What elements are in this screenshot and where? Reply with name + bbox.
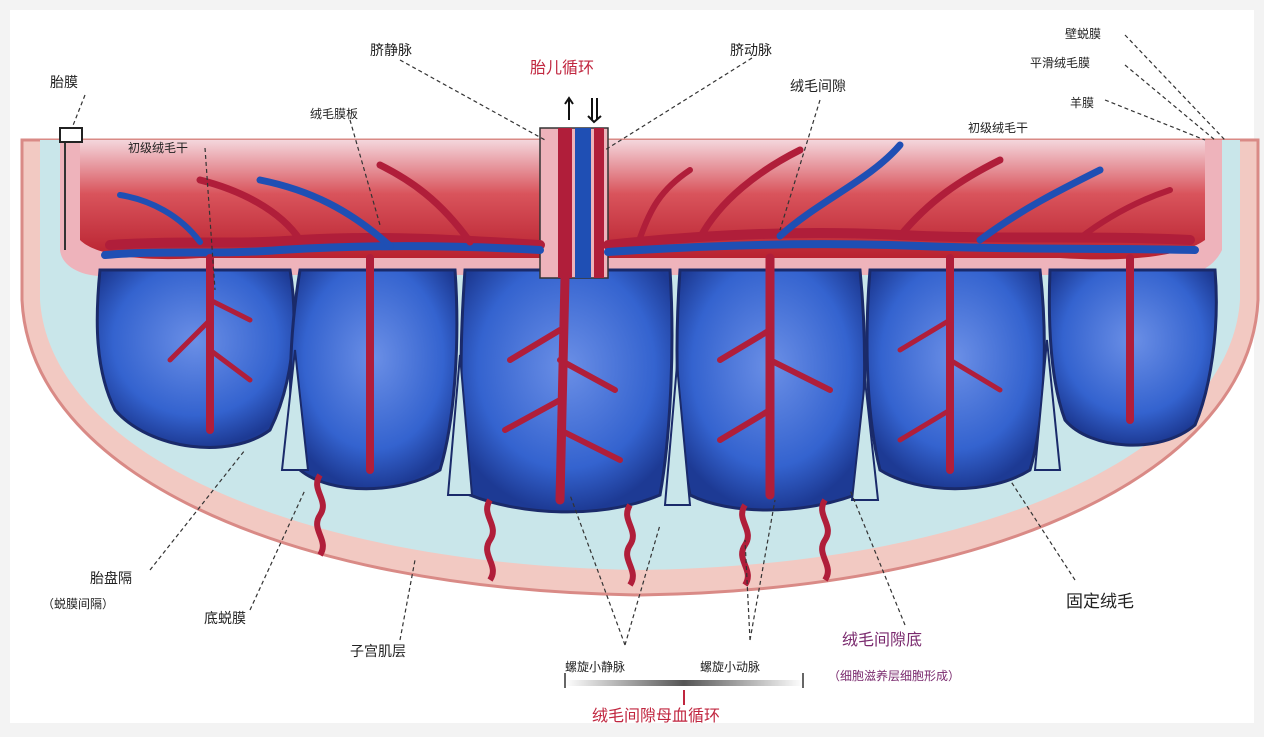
label-amnion: 羊膜 [1070, 97, 1094, 109]
fetal-membrane-marker [60, 128, 82, 142]
label-myometrium: 子宫肌层 [350, 645, 406, 659]
label-decidua-basalis: 底蜕膜 [204, 612, 246, 626]
label-spiral-arteriole: 螺旋小动脉 [700, 661, 760, 673]
label-fetal-circulation: 胎儿循环 [530, 60, 594, 76]
label-intervillous-space: 绒毛间隙 [790, 80, 846, 94]
label-intervillous-floor-sub: （细胞滋养层细胞形成） [828, 670, 960, 682]
label-primary-stem-villus-right: 初级绒毛干 [968, 122, 1028, 134]
label-intervillous-floor: 绒毛间隙底 [842, 632, 922, 648]
label-anchoring-villus: 固定绒毛 [1066, 594, 1134, 611]
label-primary-stem-villus-left: 初级绒毛干 [128, 142, 188, 154]
label-fetal-membrane: 胎膜 [50, 76, 78, 90]
label-chorionic-plate: 绒毛膜板 [310, 108, 358, 120]
label-umbilical-vein: 脐静脉 [370, 44, 412, 58]
label-maternal-circulation: 绒毛间隙母血循环 [592, 708, 720, 724]
label-placental-septum: 胎盘隔 [90, 572, 132, 586]
label-umbilical-artery: 脐动脉 [730, 44, 772, 58]
label-decidua-parietalis: 壁蜕膜 [1065, 28, 1101, 40]
label-spiral-venule: 螺旋小静脉 [565, 661, 625, 673]
circulation-bar [565, 680, 803, 686]
label-smooth-chorion: 平滑绒毛膜 [1030, 57, 1090, 69]
label-placental-septum-sub: （蜕膜间隔） [42, 598, 114, 610]
